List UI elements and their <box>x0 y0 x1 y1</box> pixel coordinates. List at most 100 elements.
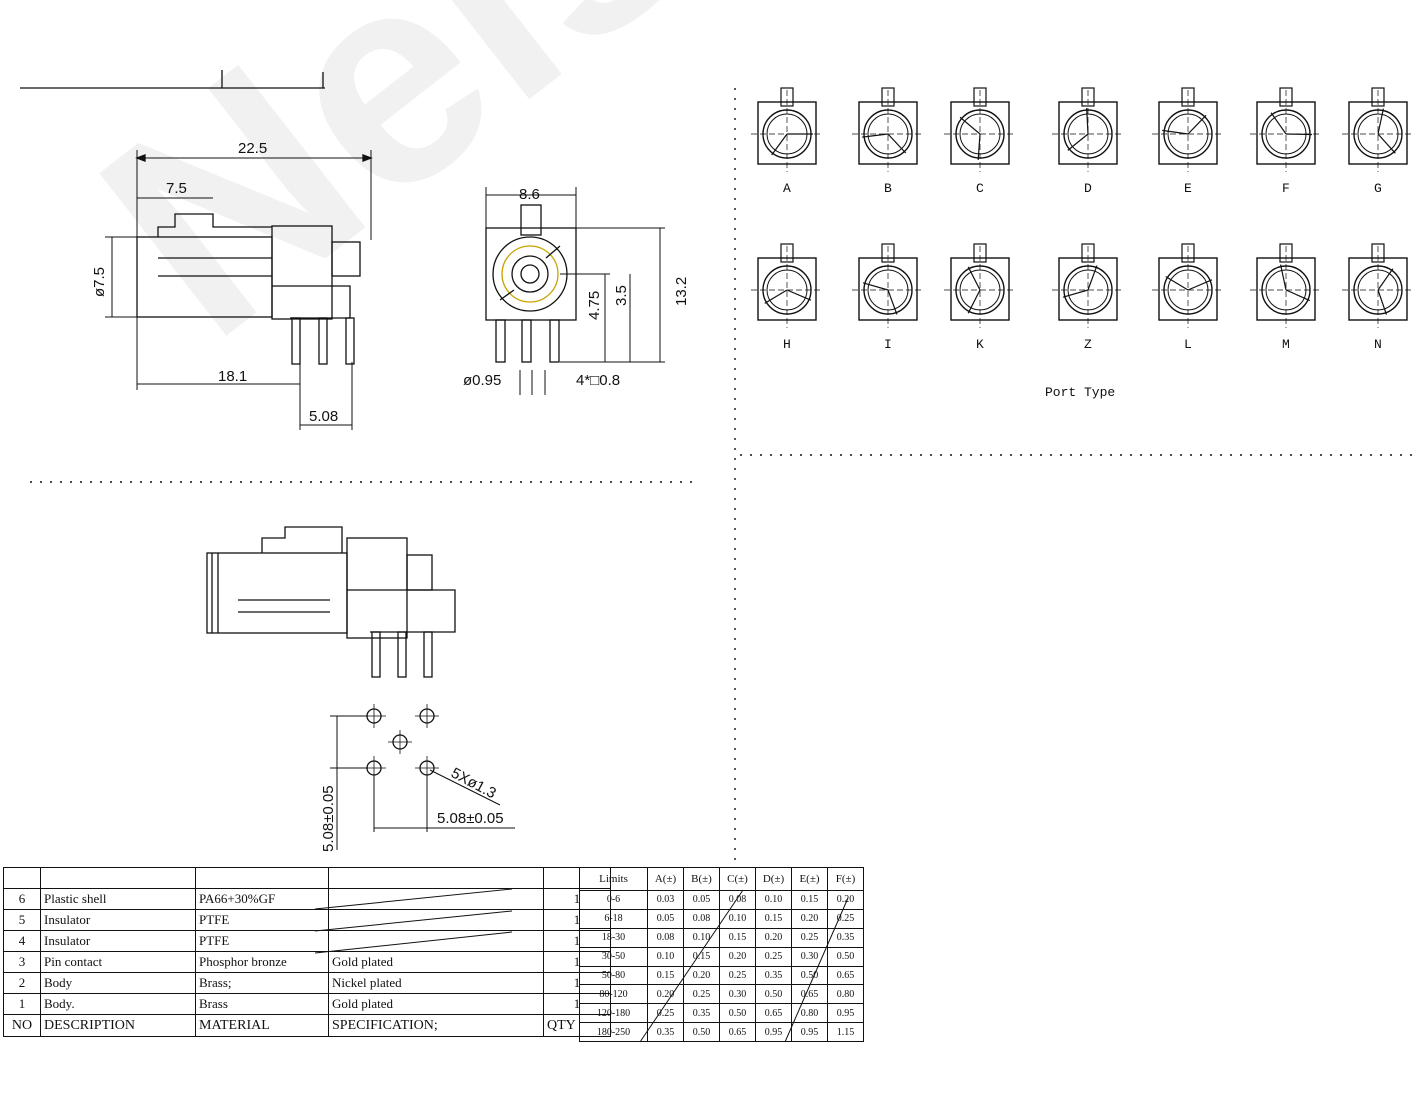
port-label-k: K <box>976 337 984 352</box>
side-view <box>105 150 373 430</box>
bom-description: Body <box>40 972 196 994</box>
limits-range: 6-18 <box>579 908 648 929</box>
bom-description: Insulator <box>40 909 196 931</box>
limits-value: 0.08 <box>683 908 720 929</box>
limits-value: 0.30 <box>791 946 828 967</box>
port-type-i: I <box>852 243 924 352</box>
bom-material: PA66+30%GF <box>195 888 329 910</box>
bom-header-cell: DESCRIPTION <box>40 1014 196 1037</box>
bom-blank-row <box>3 867 611 889</box>
bom-no: 6 <box>3 888 41 910</box>
limits-value: 0.05 <box>683 890 720 910</box>
bom-material: Brass; <box>195 972 329 994</box>
limits-range: 0-6 <box>579 890 648 910</box>
dim-pcb-hole: 5Xø1.3 <box>448 765 499 803</box>
port-label-e: E <box>1184 181 1192 196</box>
limits-value: 0.50 <box>683 1022 720 1043</box>
bom-specification: Gold plated <box>328 993 544 1015</box>
dim-pcb-pitch-v: 5.08±0.05 <box>320 785 337 852</box>
port-type-n: N <box>1342 243 1414 352</box>
port-type-a: A <box>751 87 823 196</box>
limits-header-cell: B(±) <box>683 867 720 891</box>
limits-value: 0.65 <box>719 1022 756 1043</box>
port-type-c: C <box>944 87 1016 196</box>
front-view <box>485 187 665 395</box>
dim-pin-pitch: 5.08 <box>309 408 338 425</box>
limits-range: 80-120 <box>579 984 648 1005</box>
limits-range: 180-250 <box>579 1022 648 1043</box>
bom-description: Pin contact <box>40 951 196 973</box>
limits-value: 0.65 <box>755 1003 792 1024</box>
pcb-footprint <box>330 704 515 850</box>
limits-range: 120-180 <box>579 1003 648 1024</box>
limits-value: 0.15 <box>647 965 684 986</box>
port-label-b: B <box>884 181 892 196</box>
limits-value: 0.35 <box>827 927 864 948</box>
bom-specification <box>328 888 544 910</box>
dim-width: 8.6 <box>519 186 540 203</box>
limits-range: 30-50 <box>579 946 648 967</box>
limits-header-cell: Limits <box>579 867 648 891</box>
limits-value: 0.95 <box>791 1022 828 1043</box>
bom-header-cell: NO <box>3 1014 41 1037</box>
port-label-c: C <box>976 181 984 196</box>
limits-value: 0.08 <box>719 890 756 910</box>
limits-value: 0.15 <box>683 946 720 967</box>
limits-value: 0.25 <box>647 1003 684 1024</box>
limits-value: 0.30 <box>719 984 756 1005</box>
bom-material: Brass <box>195 993 329 1015</box>
limits-value: 0.10 <box>755 890 792 910</box>
limits-range: 50-80 <box>579 965 648 986</box>
port-type-z: Z <box>1052 243 1124 352</box>
port-type-b: B <box>852 87 924 196</box>
limits-value: 0.25 <box>719 965 756 986</box>
port-label-f: F <box>1282 181 1290 196</box>
limits-value: 0.80 <box>827 984 864 1005</box>
bom-no: 1 <box>3 993 41 1015</box>
limits-value: 0.05 <box>647 908 684 929</box>
bom-specification <box>328 909 544 931</box>
port-label-d: D <box>1084 181 1092 196</box>
port-label-n: N <box>1374 337 1382 352</box>
bom-header-cell: SPECIFICATION; <box>328 1014 544 1037</box>
limits-value: 0.65 <box>791 984 828 1005</box>
dim-height: 13.2 <box>673 277 690 306</box>
bom-description: Body. <box>40 993 196 1015</box>
limits-value: 0.25 <box>755 946 792 967</box>
limits-value: 0.20 <box>755 927 792 948</box>
port-type-m: M <box>1250 243 1322 352</box>
limits-value: 0.95 <box>755 1022 792 1043</box>
bom-specification <box>328 930 544 952</box>
port-label-h: H <box>783 337 791 352</box>
limits-header-cell: A(±) <box>647 867 684 891</box>
bom-description: Plastic shell <box>40 888 196 910</box>
limits-value: 0.15 <box>791 890 828 910</box>
port-label-i: I <box>884 337 892 352</box>
bom-no: 2 <box>3 972 41 994</box>
port-type-g: G <box>1342 87 1414 196</box>
limits-value: 0.35 <box>647 1022 684 1043</box>
port-type-title: Port Type <box>1045 385 1115 400</box>
port-type-k: K <box>944 243 1016 352</box>
dim-body-diameter: ø7.5 <box>91 267 108 297</box>
limits-value: 0.08 <box>647 927 684 948</box>
bom-no: 4 <box>3 930 41 952</box>
port-label-g: G <box>1374 181 1382 196</box>
limits-value: 0.20 <box>683 965 720 986</box>
isometric-view <box>206 526 456 678</box>
dim-pin-diameter: ø0.95 <box>463 372 501 389</box>
limits-value: 0.10 <box>719 908 756 929</box>
limits-value: 0.20 <box>827 890 864 910</box>
